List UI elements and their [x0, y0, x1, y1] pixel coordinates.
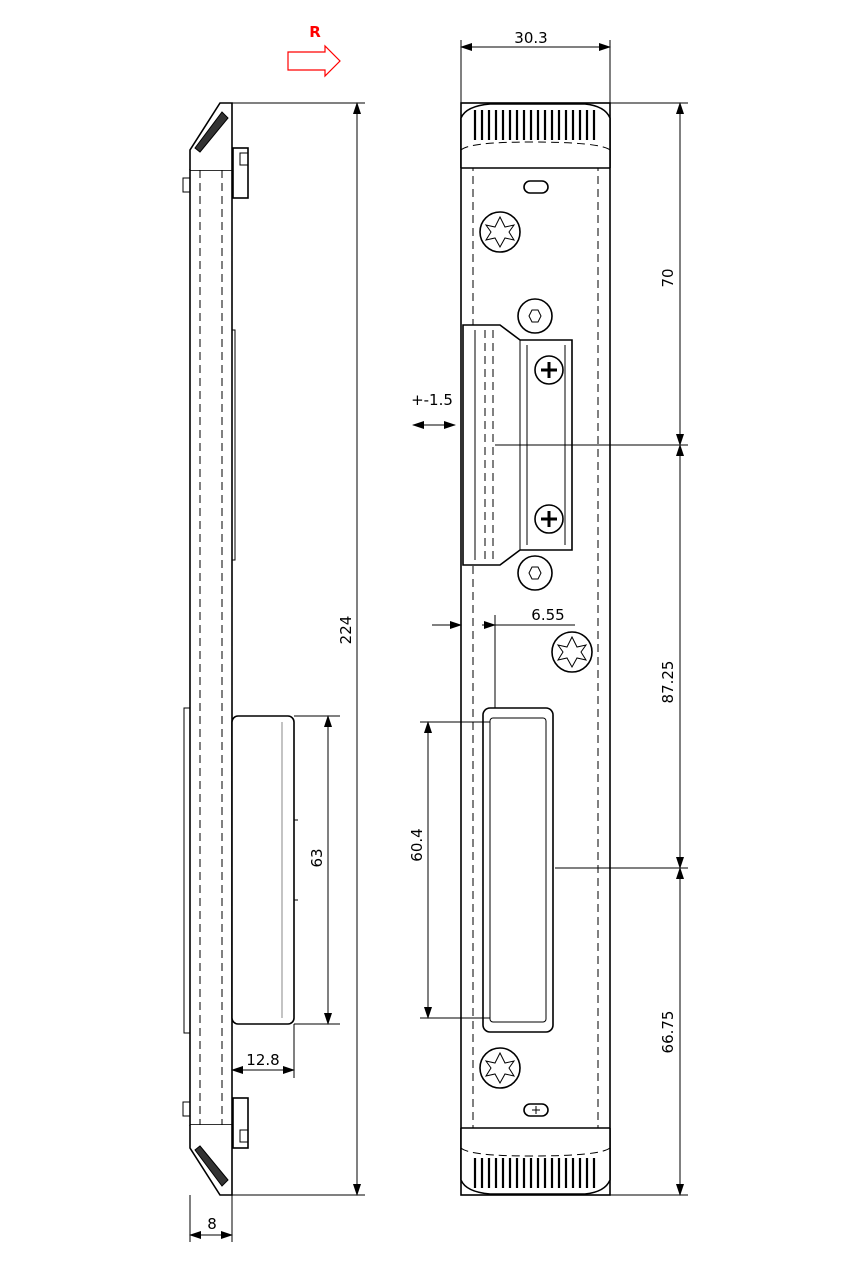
dim-plate-thickness: 8	[207, 1215, 217, 1233]
dim-box-height: 63	[308, 848, 326, 867]
torx-screw-icon	[479, 211, 521, 253]
torx-screw-icon	[551, 631, 593, 673]
dim-top-to-latch: 70	[659, 268, 677, 287]
front-view: 30.3 70 87.25 66.75 60.4 6.55 +-1.5	[408, 29, 688, 1196]
direction-marker: R	[287, 23, 341, 78]
phillips-screw-icon	[534, 504, 564, 534]
dim-slot-offset: 6.55	[531, 606, 564, 624]
dim-box-depth: 12.8	[246, 1051, 279, 1069]
dim-slot-length: 60.4	[408, 828, 426, 861]
arrow-right-icon	[287, 44, 341, 78]
phillips-screw-icon	[534, 355, 564, 385]
hex-screw-icon	[517, 298, 553, 334]
knurl-top	[473, 110, 596, 140]
direction-label: R	[309, 23, 321, 41]
dim-slot-to-bottom: 66.75	[659, 1011, 677, 1054]
knurl-bottom	[473, 1158, 596, 1188]
strike-slot	[482, 707, 554, 1033]
oval-hole-icon	[523, 180, 549, 194]
dim-overall-height: 224	[337, 616, 355, 645]
torx-screw-icon	[479, 1047, 521, 1089]
dim-latch-to-slot: 87.25	[659, 661, 677, 704]
dim-adjustment: +-1.5	[411, 391, 453, 409]
dim-width: 30.3	[514, 29, 547, 47]
hex-screw-icon	[517, 555, 553, 591]
side-view: 224 63 12.8 8	[182, 102, 365, 1242]
